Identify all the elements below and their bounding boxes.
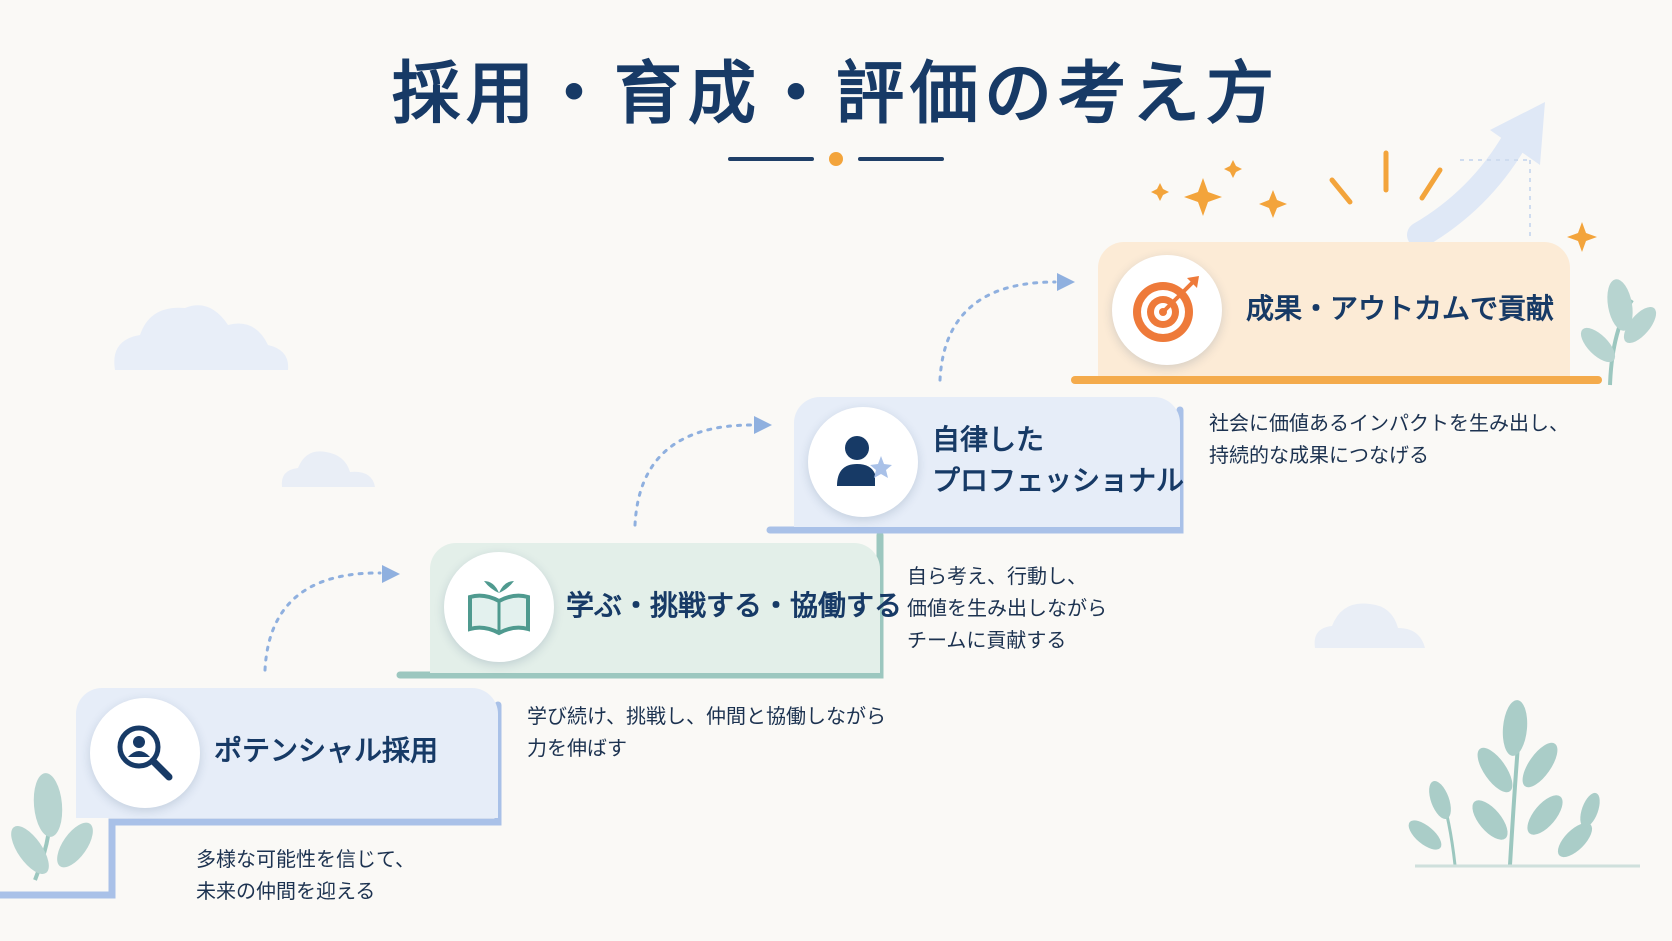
step-desc-2: 学び続け、挑戦し、仲間と協働しながら力を伸ばす	[527, 704, 886, 760]
plant-icon	[1580, 279, 1657, 386]
burst-lines	[1329, 150, 1443, 205]
title-divider	[728, 152, 944, 166]
open-book-sprout-icon	[468, 581, 530, 636]
step-label-3: 自律した プロフェッショナル	[932, 423, 1185, 497]
step-label-2: 学ぶ・挑戦する・協働する	[566, 589, 903, 622]
step-icon-circle-1	[90, 698, 200, 808]
person-star-icon	[837, 436, 892, 486]
arrow-head-1	[382, 565, 400, 583]
cloud-icon	[114, 305, 289, 370]
step-desc-3: 自ら考え、行動し、価値を生み出しながらチームに貢献する	[907, 564, 1107, 652]
plant-icon	[11, 773, 93, 881]
step-label-1: ポテンシャル採用	[214, 734, 439, 767]
cloud-icon	[281, 451, 375, 487]
step-icon-circle-2	[444, 552, 554, 662]
connector-arrow-1	[263, 571, 382, 672]
step-icon-circle-3	[808, 407, 918, 517]
page-title: 採用・育成・評価の考え方	[391, 55, 1280, 134]
rising-arrow-icon	[1407, 102, 1545, 248]
step-icon-circle-4	[1112, 255, 1222, 365]
target-arrow-icon	[1133, 276, 1199, 342]
arrow-head-2	[754, 416, 772, 434]
connector-arrow-2	[633, 423, 754, 527]
stair-lines	[0, 376, 1602, 899]
magnifier-person-icon	[117, 725, 173, 781]
arrow-head-3	[1057, 273, 1075, 291]
plant-icon	[1408, 700, 1600, 866]
step-desc-4: 社会に価値あるインパクトを生み出し、持続的な成果につなげる	[1209, 411, 1569, 467]
connector-arrow-3	[938, 280, 1057, 382]
cloud-icon	[1314, 603, 1425, 648]
step-label-4: 成果・アウトカムで貢献	[1246, 292, 1555, 325]
step-desc-1: 多様な可能性を信じて、未来の仲間を迎える	[196, 847, 415, 903]
sparkle-icon	[1151, 160, 1597, 252]
